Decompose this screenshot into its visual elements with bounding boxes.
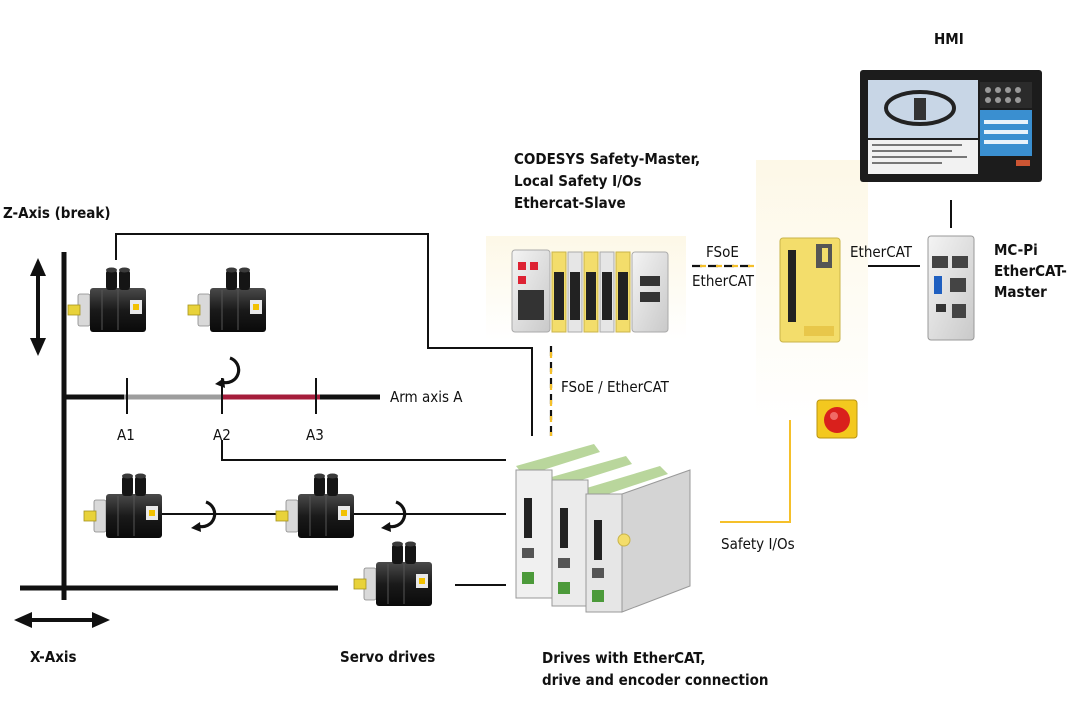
codesys-label: CODESYS Safety-Master, Local Safety I/Os… bbox=[514, 150, 701, 212]
x-axis-label: X-Axis bbox=[30, 648, 77, 666]
rotation-arrow-icon bbox=[189, 500, 217, 534]
a2-label: A2 bbox=[213, 426, 231, 444]
servo-motor-icon bbox=[67, 267, 147, 333]
ethercat-drives bbox=[515, 444, 691, 613]
mc-pi-controller bbox=[927, 235, 975, 341]
a3-label: A3 bbox=[306, 426, 324, 444]
servo-motor-icon bbox=[353, 541, 433, 607]
safety-ios-label: Safety I/Os bbox=[721, 535, 795, 553]
a1-label: A1 bbox=[117, 426, 135, 444]
machine-frame bbox=[20, 252, 380, 600]
ethercat-right-label: EtherCAT bbox=[850, 243, 912, 261]
servo-motor-icon bbox=[275, 473, 355, 539]
hmi-label: HMI bbox=[934, 30, 964, 48]
ethercat-middle-label: EtherCAT bbox=[692, 272, 754, 290]
rotation-arrow-icon bbox=[379, 500, 407, 534]
z-axis-label: Z-Axis (break) bbox=[3, 204, 111, 222]
vertical-double-arrow-icon bbox=[30, 258, 46, 356]
servo-drives-label: Servo drives bbox=[340, 648, 436, 666]
arm-axis-label: Arm axis A bbox=[390, 388, 463, 406]
top-motor-cable bbox=[115, 233, 533, 436]
codesys-safety-io-module bbox=[511, 249, 669, 333]
mc-pi-label: MC-Pi EtherCAT- Master bbox=[994, 241, 1067, 301]
safety-coupler-module bbox=[779, 237, 841, 343]
fsoe-label: FSoE bbox=[706, 243, 739, 261]
hmi-touch-panel bbox=[860, 70, 1042, 182]
horizontal-double-arrow-icon bbox=[14, 612, 110, 628]
drives-label: Drives with EtherCAT, drive and encoder … bbox=[542, 649, 769, 689]
rotation-arrow-icon bbox=[213, 356, 241, 390]
servo-motor-icon bbox=[83, 473, 163, 539]
servo-motor-icon bbox=[187, 267, 267, 333]
fsoe-ethercat-label: FSoE / EtherCAT bbox=[561, 378, 669, 396]
emergency-stop-icon bbox=[816, 399, 858, 439]
arm-motor-cable bbox=[221, 440, 506, 461]
